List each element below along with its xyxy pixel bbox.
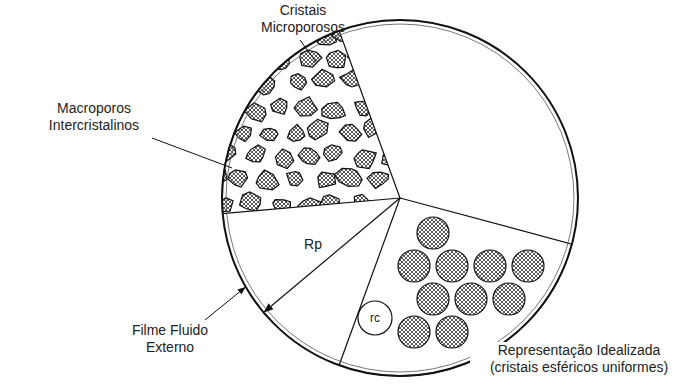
radius-label: Rp: [300, 236, 326, 253]
leader-line: [152, 138, 232, 168]
particle-outline: [222, 20, 578, 376]
leader-line: [300, 40, 316, 62]
idealized-caption: Representação Idealizada (cristais esfér…: [470, 342, 688, 376]
crystal-radius-label: rc: [363, 310, 387, 326]
crystal-label: Cristais Microporosos: [250, 2, 356, 36]
fluid-film: [226, 24, 574, 372]
macropore-label: Macroporos Intercristalinos: [36, 100, 152, 134]
radius-arrow: [264, 198, 400, 312]
leader-line: [205, 288, 245, 321]
film-label: Filme Fluido Externo: [122, 322, 218, 356]
crystal-outline: [358, 301, 392, 335]
